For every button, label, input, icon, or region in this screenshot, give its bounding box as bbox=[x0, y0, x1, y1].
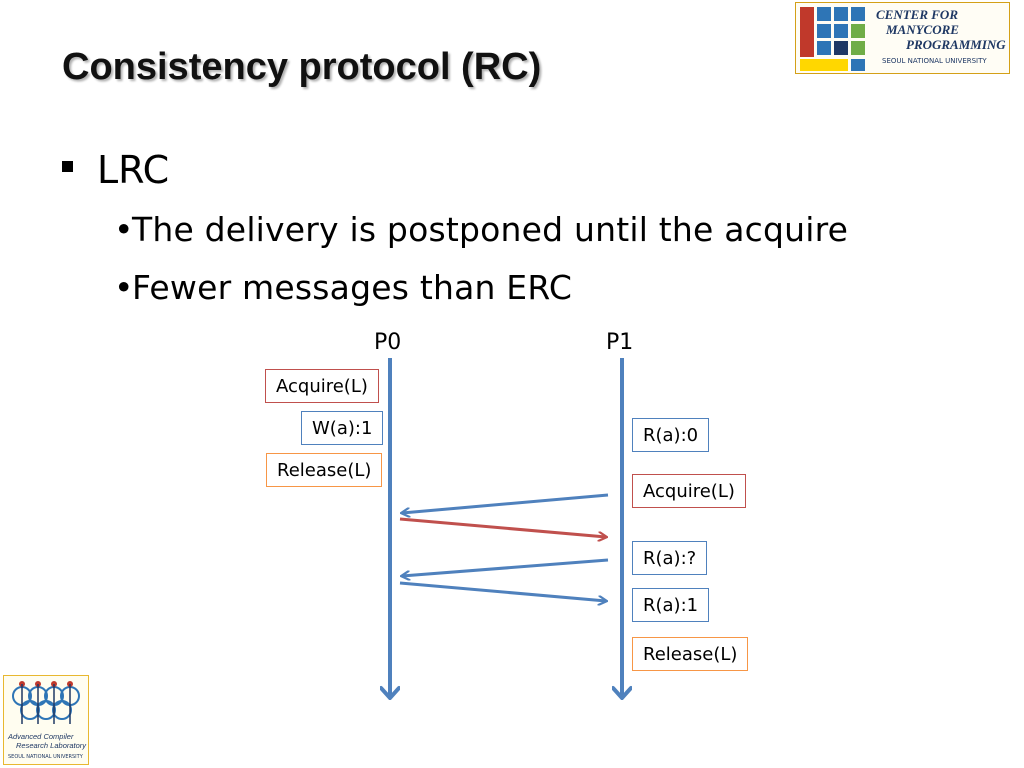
p0-write-box: W(a):1 bbox=[301, 411, 384, 445]
acrl-logo: Advanced Compiler Research Laboratory SE… bbox=[3, 675, 89, 765]
p1-release-box: Release(L) bbox=[632, 637, 749, 671]
sub-bullet-1: •The delivery is postponed until the acq… bbox=[114, 210, 848, 250]
sub-bullet-1-text: The delivery is postponed until the acqu… bbox=[132, 210, 849, 249]
p1-acquire-box: Acquire(L) bbox=[632, 474, 746, 508]
square-bullet-icon bbox=[62, 161, 73, 172]
slide-title: Consistency protocol (RC) bbox=[62, 46, 542, 88]
cmp-logo-line2: MANYCORE bbox=[886, 22, 959, 37]
message-p0-to-p1-grant bbox=[399, 517, 606, 537]
acrl-logo-lattice-icon bbox=[12, 681, 80, 724]
message-p1-to-p0-acquire bbox=[402, 493, 609, 513]
sub-bullet-2: •Fewer messages than ERC bbox=[114, 268, 572, 308]
acrl-logo-line2: Research Laboratory bbox=[16, 741, 87, 750]
p0-acquire-box: Acquire(L) bbox=[265, 369, 379, 403]
p0-release-box: Release(L) bbox=[266, 453, 383, 487]
dot-bullet-icon: • bbox=[114, 268, 134, 307]
cmp-logo-line3: PROGRAMMING bbox=[906, 37, 1006, 52]
p1-read-box-2: R(a):? bbox=[632, 541, 708, 575]
process-label-p0: P0 bbox=[374, 330, 402, 355]
message-p0-to-p1-data bbox=[399, 581, 606, 601]
process-label-p1: P1 bbox=[606, 330, 634, 355]
bullet-lrc-text: LRC bbox=[97, 148, 170, 192]
cmp-logo-line1: CENTER FOR bbox=[876, 7, 958, 22]
cmp-logo-grid-icon bbox=[800, 7, 865, 71]
p1-read-box-3: R(a):1 bbox=[632, 588, 710, 622]
dot-bullet-icon: • bbox=[114, 210, 134, 249]
message-p1-to-p0-read bbox=[402, 558, 609, 576]
p1-read-box-1: R(a):0 bbox=[632, 418, 710, 452]
cmp-logo: CENTER FOR MANYCORE PROGRAMMING SEOUL NA… bbox=[795, 2, 1010, 74]
sub-bullet-2-text: Fewer messages than ERC bbox=[132, 268, 573, 307]
acrl-logo-line1: Advanced Compiler bbox=[8, 732, 74, 741]
cmp-logo-university: SEOUL NATIONAL UNIVERSITY bbox=[882, 57, 987, 65]
bullet-lrc: LRC bbox=[62, 148, 169, 192]
acrl-logo-university: SEOUL NATIONAL UNIVERSITY bbox=[8, 754, 83, 760]
